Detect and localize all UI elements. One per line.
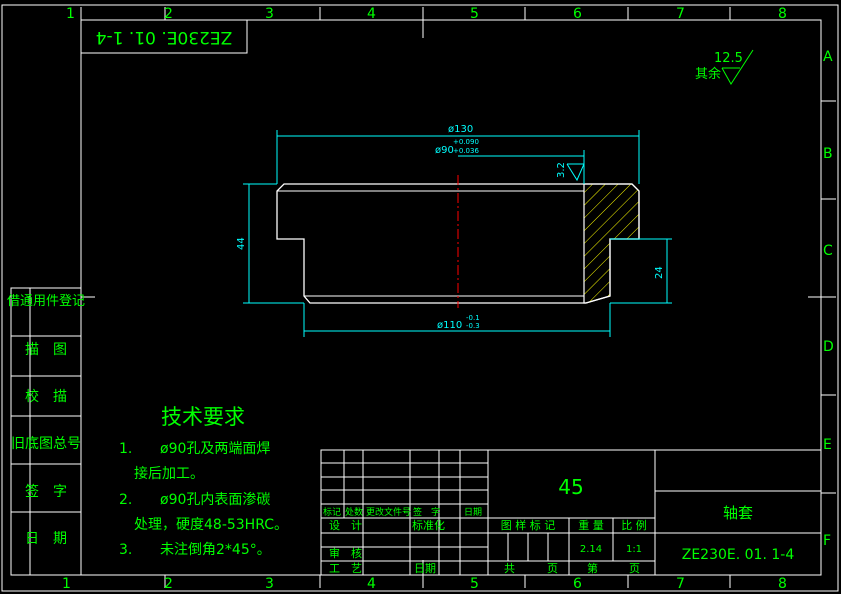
scale-value: 1:1 bbox=[626, 544, 642, 555]
zone-letter-side: C bbox=[823, 243, 833, 259]
rev-header: 日期 bbox=[464, 507, 482, 518]
material: 45 bbox=[558, 475, 583, 499]
tech-item-line: ø90孔及两端面焊 bbox=[160, 441, 270, 457]
dim-height: 44 bbox=[236, 237, 247, 250]
title-block-text: 45 轴套 ZE230E. 01. 1-4 标记 处数 更改文件号 签 字 日期… bbox=[323, 475, 794, 575]
tech-item-line: 处理，硬度48-53HRC。 bbox=[134, 517, 288, 533]
surface-finish-label: 其余 bbox=[695, 66, 721, 82]
sheet-page-label: 页 bbox=[629, 562, 640, 575]
designer-label: 设 计 bbox=[329, 519, 362, 532]
tech-item-num: 1. bbox=[119, 441, 132, 457]
tech-title: 技术要求 bbox=[161, 405, 245, 429]
left-label: 签 字 bbox=[25, 483, 67, 500]
title-block-box bbox=[320, 449, 822, 576]
rev-header: 签 字 bbox=[413, 506, 440, 518]
dim-finish-bore: 3.2 bbox=[556, 162, 567, 178]
dim-step-tol-lower: -0.3 bbox=[466, 322, 480, 330]
zone-letter-side: F bbox=[823, 533, 831, 549]
rev-header: 更改文件号 bbox=[366, 506, 411, 518]
zone-letter-side: A bbox=[823, 49, 833, 65]
surface-finish-value: 12.5 bbox=[714, 51, 743, 66]
scale-label: 比 例 bbox=[621, 518, 647, 532]
zone-number-top: 5 bbox=[470, 6, 479, 22]
dim-step: 24 bbox=[654, 266, 665, 279]
process-label: 工 艺 bbox=[329, 562, 362, 575]
zone-number-bottom: 1 bbox=[62, 576, 71, 592]
surface-finish-symbol: 其余 12.5 bbox=[695, 49, 754, 85]
zone-number-bottom: 5 bbox=[470, 576, 479, 592]
section-hatch bbox=[583, 183, 640, 304]
weight-label: 重 量 bbox=[578, 518, 604, 532]
tech-item-num: 3. bbox=[119, 542, 132, 558]
page-label: 页 bbox=[547, 562, 558, 575]
dimension-texts: ø130 ø90 +0.090 +0.036 3.2 44 24 ø110 -0… bbox=[236, 124, 665, 331]
finish-check-icon bbox=[721, 49, 754, 85]
tech-item-line: 未注倒角2*45°。 bbox=[160, 542, 271, 558]
dim-step-tol-upper: -0.1 bbox=[466, 314, 480, 322]
zone-number-top: 2 bbox=[164, 6, 173, 22]
drawing-number: ZE230E. 01. 1-4 bbox=[682, 547, 795, 563]
dim-bore: ø90 bbox=[435, 145, 454, 156]
zone-number-top: 8 bbox=[778, 6, 787, 22]
left-column bbox=[10, 287, 82, 576]
zone-number-top: 1 bbox=[66, 6, 75, 22]
zone-letter-side: D bbox=[823, 339, 834, 355]
left-column-labels: 借通用件登记 描 图 校 描 旧底图总号 签 字 日 期 bbox=[7, 294, 85, 547]
date-label: 日期 bbox=[414, 562, 436, 575]
zone-labels: 1 2 3 4 5 6 7 8 1 2 3 4 5 6 7 8 A B C D … bbox=[62, 6, 834, 592]
zone-number-top: 7 bbox=[676, 6, 685, 22]
left-label: 日 期 bbox=[25, 531, 67, 547]
left-label: 借通用件登记 bbox=[7, 294, 85, 309]
stage-label: 图 样 标 记 bbox=[501, 518, 556, 532]
tech-item-num: 2. bbox=[119, 492, 132, 508]
zone-number-top: 6 bbox=[573, 6, 582, 22]
drawing-number-top-box bbox=[80, 19, 248, 54]
zone-letter-side: E bbox=[823, 437, 832, 453]
sheet-label: 第 bbox=[587, 561, 598, 575]
total-label: 共 bbox=[504, 562, 515, 575]
standardization-label: 标准化 bbox=[412, 518, 445, 532]
zone-letter-side: B bbox=[823, 146, 833, 162]
weight-value: 2.14 bbox=[580, 544, 602, 555]
outer-border bbox=[1, 4, 839, 592]
left-label: 描 图 bbox=[25, 342, 67, 358]
tech-item-line: ø90孔内表面渗碳 bbox=[160, 492, 270, 508]
finish-mark-icon bbox=[566, 163, 585, 182]
drawing-number-top: ZE230E. 01. 1-4 bbox=[96, 27, 233, 47]
zone-number-bottom: 2 bbox=[164, 576, 173, 592]
zone-number-bottom: 3 bbox=[265, 576, 274, 592]
dim-step-diameter: ø110 bbox=[437, 320, 462, 331]
rev-header: 标记 bbox=[323, 506, 341, 518]
dim-bore-tol-lower: +0.036 bbox=[453, 147, 479, 155]
tech-item-line: 接后加工。 bbox=[134, 465, 204, 482]
dim-bore-tol-upper: +0.090 bbox=[453, 138, 479, 146]
zone-number-top: 3 bbox=[265, 6, 274, 22]
rev-header: 处数 bbox=[345, 506, 363, 518]
dimensions bbox=[243, 130, 672, 337]
tech-requirements: 技术要求 1. ø90孔及两端面焊 接后加工。 2. ø90孔内表面渗碳 处理，… bbox=[119, 405, 288, 558]
part-section bbox=[276, 175, 640, 308]
title-block bbox=[320, 449, 822, 576]
zone-number-bottom: 7 bbox=[676, 576, 685, 592]
zone-number-top: 4 bbox=[367, 6, 376, 22]
dim-outer-diameter: ø130 bbox=[448, 124, 473, 135]
left-label: 校 描 bbox=[25, 388, 67, 405]
zone-number-bottom: 4 bbox=[367, 576, 376, 592]
reviewer-label: 审 核 bbox=[329, 546, 362, 560]
left-column-box bbox=[10, 287, 82, 576]
zone-number-bottom: 6 bbox=[573, 576, 582, 592]
part-name: 轴套 bbox=[723, 504, 753, 522]
left-label: 旧底图总号 bbox=[11, 436, 81, 452]
zone-number-bottom: 8 bbox=[778, 576, 787, 592]
